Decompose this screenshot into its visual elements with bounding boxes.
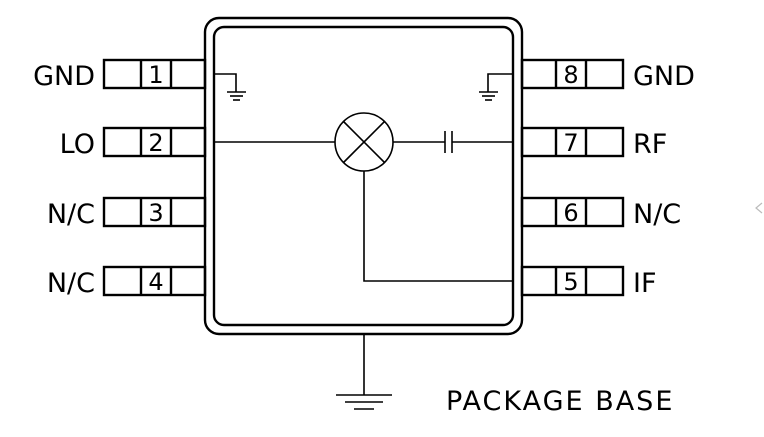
left-pins: 1 GND 2 LO 3 N/C 4 N/C: [33, 58, 207, 299]
pin-4-number: 4: [148, 268, 163, 296]
pin-8-number: 8: [563, 61, 578, 89]
pin-7-pad: [520, 126, 625, 158]
right-pins: 8 GND 7 RF 6 N/C 5 IF: [520, 58, 695, 299]
capacitor-icon: [444, 131, 453, 153]
pin-1-pad: [102, 58, 207, 90]
pin-1-number: 1: [148, 61, 163, 89]
pin-6-number: 6: [563, 199, 578, 227]
pin-7-label: RF: [633, 129, 667, 160]
pin-5-number: 5: [563, 268, 578, 296]
pin-8-label: GND: [633, 61, 695, 92]
pin-3-number: 3: [148, 199, 163, 227]
ground-icon: [214, 73, 246, 101]
pin-6-pad: [520, 196, 625, 228]
ground-icon: [336, 394, 392, 410]
pin-2-label: LO: [60, 129, 95, 160]
pin-8-pad: [520, 58, 625, 90]
pin-2-number: 2: [148, 129, 163, 157]
internal-circuit: [214, 73, 513, 282]
mixer-icon: [334, 112, 394, 172]
pin-6: 6 N/C: [520, 196, 681, 230]
ground-icon: [479, 73, 513, 101]
package-base-ground: PACKAGE BASE: [336, 334, 674, 417]
package-outline-inner: [212, 25, 515, 327]
pin-4: 4 N/C: [47, 265, 207, 299]
if-trace: [363, 171, 513, 282]
pin-2-pad: [102, 126, 207, 158]
pin-6-label: N/C: [633, 199, 681, 230]
edge-mark: [755, 202, 763, 214]
pin-1: 1 GND: [33, 58, 207, 92]
pin-4-label: N/C: [47, 268, 95, 299]
pin-3-pad: [102, 196, 207, 228]
pin-5-pad: [520, 265, 625, 297]
pin-5: 5 IF: [520, 265, 657, 299]
pin-1-label: GND: [33, 61, 95, 92]
pin-3-label: N/C: [47, 199, 95, 230]
pin-8: 8 GND: [520, 58, 695, 92]
pin-7: 7 RF: [520, 126, 667, 160]
pin-3: 3 N/C: [47, 196, 207, 230]
pin-5-label: IF: [633, 268, 657, 299]
pin-2: 2 LO: [60, 126, 207, 160]
pin-4-pad: [102, 265, 207, 297]
package-base-label: PACKAGE BASE: [446, 386, 674, 417]
pin-7-number: 7: [563, 129, 578, 157]
